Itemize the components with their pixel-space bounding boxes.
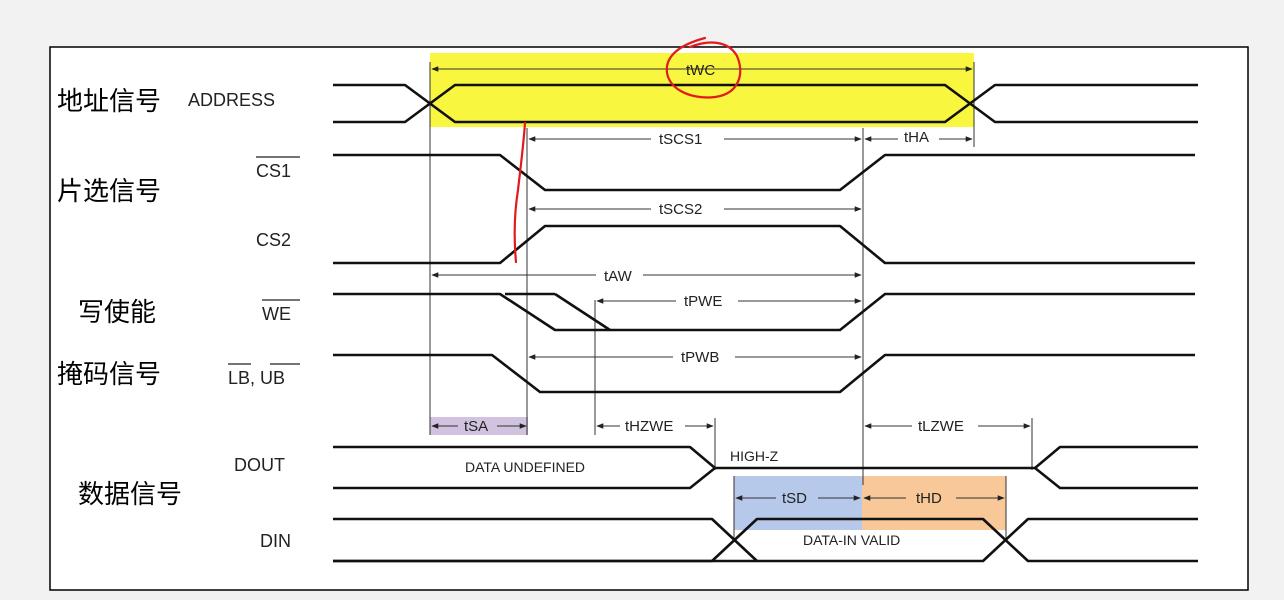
din-signal-label: DIN (260, 531, 291, 551)
tscs2-label: tSCS2 (659, 201, 702, 218)
highz-label: HIGH-Z (730, 448, 779, 464)
dout-signal-label: DOUT (234, 455, 285, 475)
lbub-signal-label: LB, UB (228, 368, 285, 388)
data-undefined-label: DATA UNDEFINED (465, 459, 585, 475)
dout-waveform (333, 445, 1198, 490)
we-signal-label: WE (262, 304, 291, 324)
we-waveform-a (333, 292, 1195, 332)
reference-lines (429, 62, 1033, 540)
cs-edge-annotation (513, 121, 527, 264)
twc-label: tWC (686, 62, 715, 79)
diagram-frame (49, 46, 1249, 591)
tsd-label: tSD (782, 490, 807, 507)
tscs1-label: tSCS1 (659, 131, 702, 148)
tpwb-label: tPWB (681, 349, 719, 366)
tpwe-label: tPWE (684, 293, 722, 310)
address-signal-label: ADDRESS (188, 90, 275, 110)
address-waveform (333, 83, 1198, 124)
thd-label: tHD (916, 490, 942, 507)
thzwe-label: tHZWE (625, 418, 673, 435)
cs2-signal-label: CS2 (256, 230, 291, 250)
we-waveform-b (554, 292, 611, 332)
cs1-signal-label: CS1 (256, 161, 291, 181)
twc-circle-annotation (665, 36, 742, 99)
data-cn-label: 数据信号 (78, 480, 182, 510)
lbub-waveform (333, 353, 1195, 394)
chipselect-cn-label: 片选信号 (57, 177, 161, 207)
tha-label: tHA (904, 129, 929, 146)
twc-highlight (430, 53, 974, 127)
timing-arrows (431, 66, 1031, 501)
tsa-label: tSA (464, 418, 488, 435)
din-waveform (333, 517, 1198, 563)
taw-label: tAW (604, 268, 633, 285)
cs2-waveform (333, 224, 1195, 265)
thd-highlight (862, 476, 1006, 530)
write-enable-cn-label: 写使能 (78, 298, 156, 328)
cs1-waveform-high (333, 153, 1195, 192)
address-cn-label: 地址信号 (57, 87, 161, 117)
data-in-valid-label: DATA-IN VALID (803, 532, 900, 548)
tsa-highlight (430, 417, 528, 435)
mask-cn-label: 掩码信号 (57, 360, 161, 390)
tlzwe-label: tLZWE (918, 418, 964, 435)
